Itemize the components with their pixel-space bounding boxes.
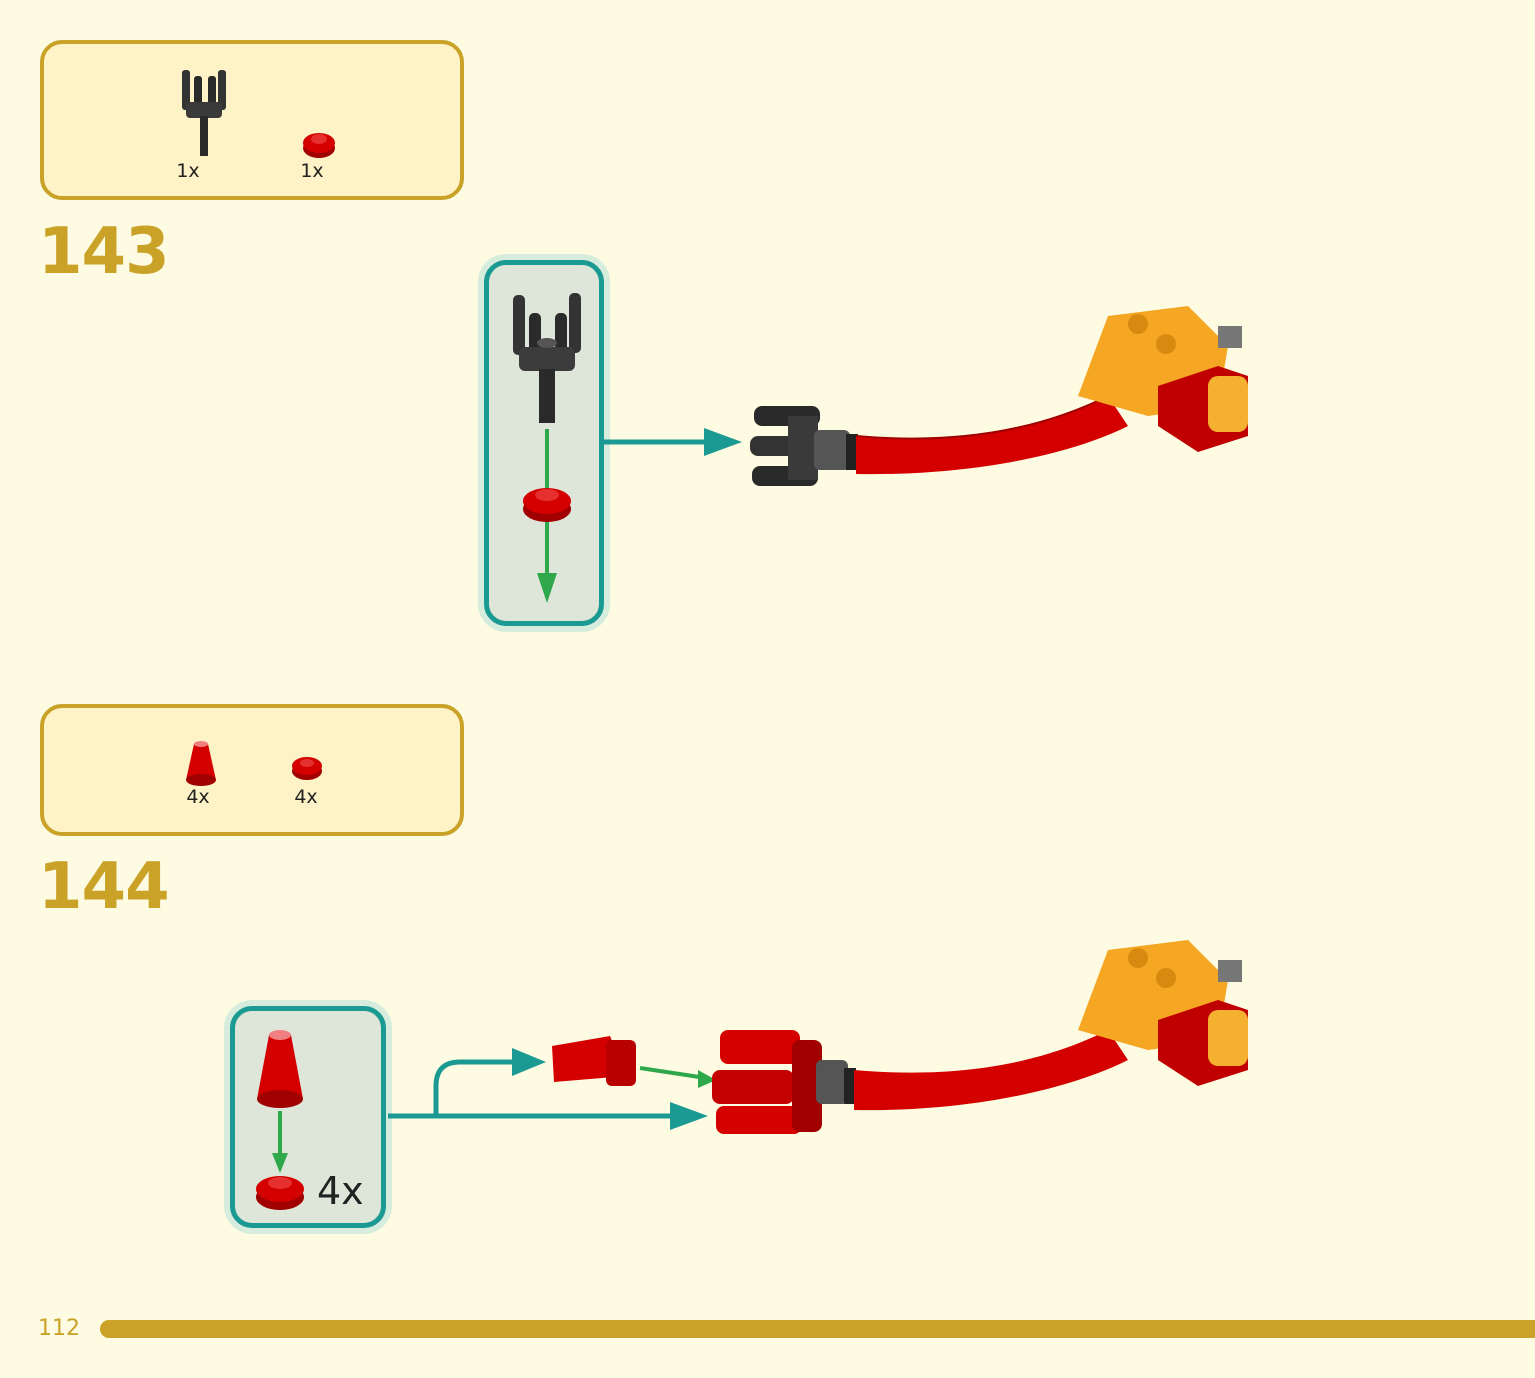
part-qty: 4x xyxy=(186,786,210,808)
claw-subassembly-illustration xyxy=(513,293,581,603)
red-round-plate-part-icon xyxy=(292,757,322,780)
placement-arrows-icon xyxy=(388,1048,708,1130)
parts-list-step-143: 1x 1x xyxy=(40,40,464,200)
part-qty: 1x xyxy=(300,160,324,182)
placement-arrow-icon xyxy=(604,428,742,456)
step-number: 144 xyxy=(38,850,170,924)
arm-assembly-illustration-143 xyxy=(750,306,1248,486)
cone-subassembly-illustration xyxy=(256,1030,304,1210)
arm-assembly-illustration-144 xyxy=(552,940,1248,1134)
part-qty: 1x xyxy=(176,160,200,182)
subassembly-callout-143 xyxy=(484,260,604,626)
subassembly-multiplier: 4x xyxy=(317,1169,364,1213)
parts-list-step-144: 4x 4x xyxy=(40,704,464,836)
step-number: 143 xyxy=(38,215,170,289)
page-number: 112 xyxy=(38,1316,80,1341)
black-claw-part-icon xyxy=(182,70,226,156)
red-round-plate-part-icon xyxy=(303,133,335,158)
subassembly-callout-144: 4x xyxy=(230,1006,386,1228)
part-qty: 4x xyxy=(294,786,318,808)
footer-rule xyxy=(100,1320,1535,1338)
red-cone-part-icon xyxy=(186,741,216,786)
